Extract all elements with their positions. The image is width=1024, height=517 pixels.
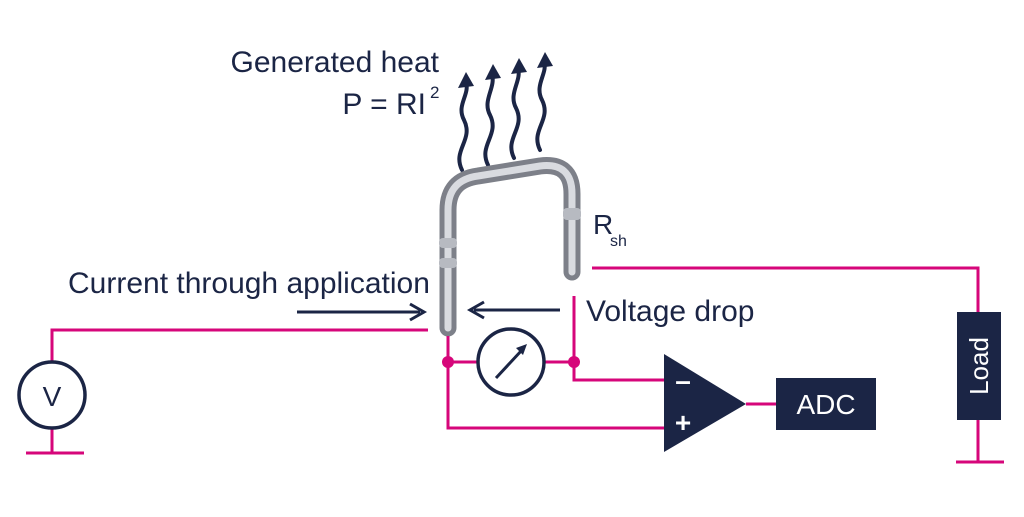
heat-wave-1 bbox=[457, 80, 469, 172]
heat-icon bbox=[457, 52, 553, 172]
voltmeter-circle bbox=[17, 360, 87, 430]
current-arrow-head bbox=[409, 302, 428, 322]
op-amp-triangle bbox=[664, 354, 746, 452]
heat-arrowhead-1 bbox=[458, 72, 474, 88]
heat-formula: P = RI bbox=[342, 88, 426, 121]
current-label: Current through application bbox=[68, 267, 430, 300]
shunt-collar-right bbox=[563, 208, 581, 220]
wire-shunt-to-load bbox=[592, 266, 980, 312]
op-amp-icon: – + bbox=[664, 354, 746, 452]
junction-node-right bbox=[568, 356, 580, 368]
heat-wave-2 bbox=[483, 72, 495, 167]
shunt-resistor bbox=[439, 157, 581, 337]
adc-label: ADC bbox=[796, 389, 855, 420]
shunt-label-base: R bbox=[593, 209, 613, 240]
heat-wave-3 bbox=[509, 66, 521, 160]
op-amp-minus: – bbox=[675, 365, 691, 396]
ammeter-needle-head bbox=[516, 344, 527, 355]
ammeter-needle bbox=[494, 348, 524, 380]
heat-title: Generated heat bbox=[231, 46, 440, 79]
shunt-body bbox=[439, 157, 581, 337]
heat-arrowhead-3 bbox=[511, 58, 527, 74]
shunt-label: R bbox=[593, 209, 613, 240]
wire-left-source bbox=[50, 328, 428, 365]
voltage-drop-arrow bbox=[466, 300, 560, 320]
op-amp-plus: + bbox=[675, 407, 691, 438]
load-box bbox=[957, 312, 1001, 420]
shunt-collar-left-1 bbox=[439, 238, 457, 248]
wire-right-node-down bbox=[572, 296, 664, 382]
voltage-arrow-head bbox=[466, 300, 485, 320]
heat-arrowhead-2 bbox=[485, 64, 501, 80]
current-arrow bbox=[297, 302, 428, 322]
junction-node-left bbox=[442, 356, 454, 368]
shunt-label-subscript: sh bbox=[610, 233, 627, 250]
adc-box bbox=[776, 378, 876, 430]
voltmeter-icon: V bbox=[17, 360, 87, 430]
voltage-drop-label: Voltage drop bbox=[586, 295, 754, 328]
voltmeter-label: V bbox=[43, 381, 62, 412]
heat-formula-exponent: 2 bbox=[430, 83, 439, 102]
load-label: Load bbox=[964, 337, 994, 395]
shunt-collar-left-2 bbox=[439, 258, 457, 268]
adc-block: ADC bbox=[776, 378, 876, 430]
load-block: Load bbox=[957, 312, 1001, 420]
shunt-body-highlight bbox=[444, 162, 576, 332]
heat-arrowhead-4 bbox=[537, 52, 553, 68]
ammeter-icon bbox=[476, 327, 546, 397]
heat-formula-base: P = RI bbox=[342, 88, 426, 121]
heat-wave-4 bbox=[535, 60, 547, 152]
